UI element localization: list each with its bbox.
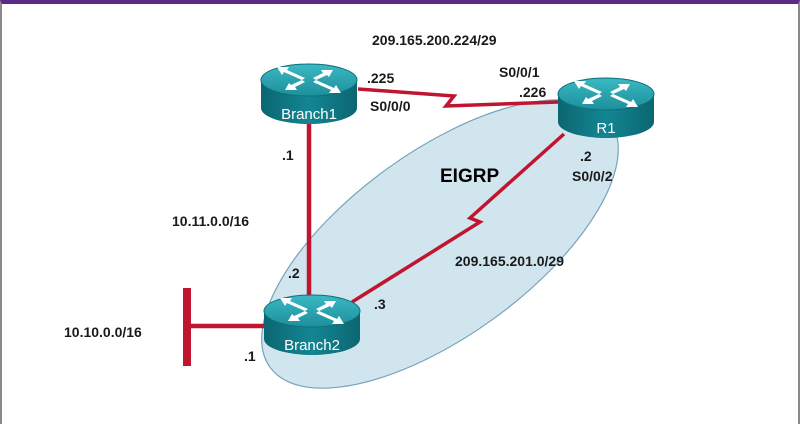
addr-label-r1-s002: .2 [580,148,592,164]
router-branch2: Branch2 [263,294,361,356]
lan-segment-bar [183,288,191,366]
router-r1-label: R1 [596,120,615,137]
topology-canvas: Branch1 R1 Branch2 209.165.200.224/29 .2… [64,32,655,389]
iface-label-r1-s002: S0/0/2 [572,168,613,184]
addr-label-b2-lan: .1 [244,348,256,364]
network-label-b1-r1: 209.165.200.224/29 [372,32,497,48]
addr-label-r1-s001: .226 [519,84,546,100]
network-label-b1-b2: 10.11.0.0/16 [172,213,249,229]
iface-label-r1-s001: S0/0/1 [499,64,540,80]
addr-label-b2-eth: .2 [288,265,300,281]
router-r1: R1 [557,77,655,139]
network-label-b2-lan: 10.10.0.0/16 [64,324,142,340]
router-branch1-label: Branch1 [281,106,337,123]
router-branch1: Branch1 [260,63,358,125]
iface-label-b1-s000: S0/0/0 [370,98,411,114]
addr-label-b1-eth: .1 [282,147,294,163]
network-label-r1-b2: 209.165.201.0/29 [455,253,564,269]
protocol-label: EIGRP [440,166,499,187]
link-r1-branch2-serial [351,132,566,304]
router-branch2-label: Branch2 [284,337,340,354]
addr-label-b2-serial: .3 [374,296,386,312]
link-branch1-r1-serial [357,87,559,108]
addr-label-b1-serial: .225 [367,70,394,86]
